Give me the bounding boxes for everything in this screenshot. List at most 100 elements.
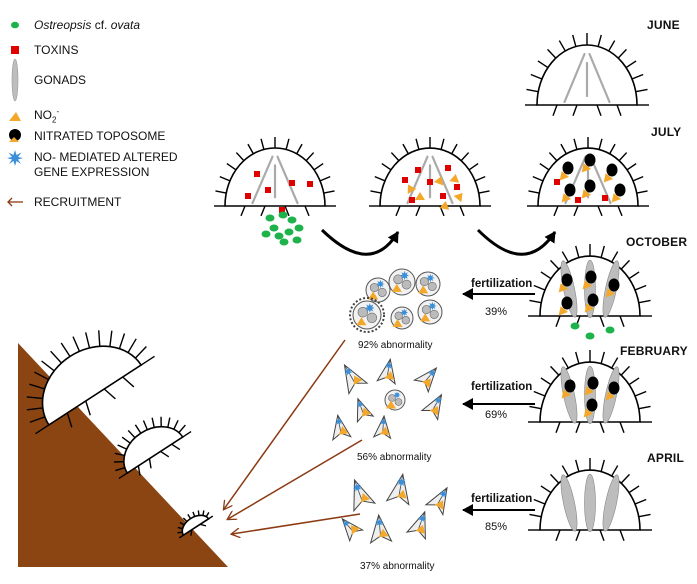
toxin <box>427 179 433 185</box>
urchin-spine <box>118 333 126 349</box>
urchin-spine <box>260 205 266 217</box>
no2-mark <box>378 528 389 538</box>
fertilization-label-october: fertilization <box>471 278 533 290</box>
no2-mark <box>439 201 450 210</box>
urchin-spine <box>187 514 192 519</box>
sea-urchins <box>26 33 652 542</box>
ostreopsis-cell <box>294 224 304 232</box>
urchin-spine <box>575 421 581 434</box>
larva <box>372 414 392 440</box>
urchin-spine <box>573 205 579 217</box>
no2-mark <box>379 426 390 436</box>
urchin-spine <box>390 152 400 162</box>
urchin-spine <box>304 205 310 217</box>
urchin-spine <box>533 498 546 505</box>
ostreopsis-cell <box>605 326 615 334</box>
urchin-spine <box>26 407 43 411</box>
embryo-cell <box>394 311 403 320</box>
urchin-spine <box>575 351 580 364</box>
toxin <box>409 197 415 203</box>
nitrated-toposome <box>608 381 620 395</box>
urchin-spine <box>598 138 603 150</box>
nitrated-toposome <box>606 163 618 177</box>
no2-mark <box>415 192 425 200</box>
nitrated-toposome <box>564 379 576 393</box>
urchin-spine <box>66 412 73 428</box>
urchin-spine <box>550 259 560 270</box>
urchin-spine <box>60 342 71 357</box>
legend-item-recruitment: RECRUITMENT <box>6 195 121 209</box>
ostreopsis-cell <box>284 228 294 236</box>
urchin-spine <box>197 510 200 516</box>
orange-triangle-icon <box>6 110 24 122</box>
ostreopsis-cell <box>585 332 595 340</box>
urchin-spine <box>440 138 445 150</box>
larva <box>353 478 377 513</box>
no2-mark <box>353 375 363 386</box>
no2-mark <box>418 285 429 294</box>
month-february: FEBRUARY <box>620 344 688 358</box>
urchin-spine <box>114 452 125 457</box>
gonad <box>251 155 274 205</box>
urchin-spine <box>113 461 124 463</box>
month-july: JULY <box>651 125 682 139</box>
embryo-cell <box>401 279 412 290</box>
urchin-spine <box>533 284 546 291</box>
altered-gene-mark <box>375 518 384 527</box>
gonad-icon <box>6 58 24 102</box>
blue-star-icon <box>6 150 24 166</box>
urchin-spine <box>528 190 540 194</box>
urchin-spine <box>611 465 619 477</box>
embryo-cell <box>393 274 403 285</box>
urchin-spine <box>553 205 559 217</box>
process-arrow-1 <box>320 228 400 256</box>
fertilization-percent-october: 39% <box>485 306 508 318</box>
urchin-spine <box>634 498 647 505</box>
embryo-cell <box>429 309 439 319</box>
nitrated-toposome <box>587 376 599 390</box>
fertilization-label-february: fertilization <box>471 381 533 393</box>
no2-mark <box>561 389 572 399</box>
urchin-spine <box>575 459 580 472</box>
urchin-spine <box>148 458 152 469</box>
urchin-spine <box>529 299 542 304</box>
urchin-spine <box>573 138 578 150</box>
toxin <box>445 165 451 171</box>
no2-mark <box>449 174 460 183</box>
toxin <box>554 179 560 185</box>
urchin-spine <box>415 205 421 217</box>
no2-mark <box>386 400 396 409</box>
urchin-spine <box>205 511 210 517</box>
no2-mark <box>561 193 572 203</box>
nitrated-toposome <box>561 273 573 287</box>
urchin-spine <box>134 346 147 359</box>
urchin-spine <box>127 338 137 353</box>
altered-gene-mark <box>439 490 448 498</box>
toxin <box>415 167 421 173</box>
urchin-spine <box>451 143 458 155</box>
urchin-spine <box>599 421 605 434</box>
urchin-spine <box>402 143 409 155</box>
embryo-cell <box>357 307 368 318</box>
urchin-spine <box>171 443 181 451</box>
urchin-spine <box>235 152 245 162</box>
altered-gene-mark <box>396 477 406 487</box>
urchin-spine <box>611 357 619 369</box>
legend-label-gonads: GONADS <box>34 73 87 87</box>
larva <box>420 393 443 422</box>
altered-gene-mark <box>400 270 410 281</box>
urchin-spine <box>121 436 131 444</box>
urchin-spine <box>160 416 162 427</box>
urchin-spine <box>247 143 254 155</box>
urchin-spine <box>529 513 542 518</box>
altered-gene-mark <box>418 514 427 523</box>
urchin-spine <box>558 40 566 52</box>
urchin-spine <box>555 529 561 542</box>
urchin-spine <box>72 336 81 352</box>
no2-mark <box>350 525 360 535</box>
urchin-spine <box>619 421 625 434</box>
abnormality-label-37: 37% abnormality <box>360 561 435 572</box>
no2-mark <box>356 317 367 326</box>
urchin-spine <box>529 405 542 410</box>
urchin-spine <box>41 360 55 372</box>
